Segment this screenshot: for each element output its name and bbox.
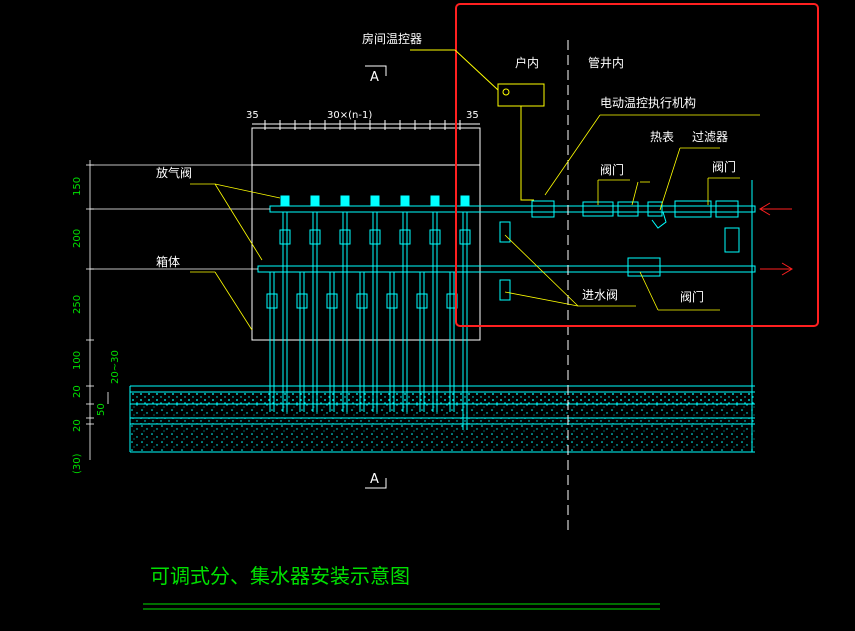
dim-right-35: 35 [466, 110, 479, 121]
indoor-label: 户内 [515, 56, 540, 70]
manifold-box [251, 127, 481, 341]
dim-20-a: 20 [72, 385, 83, 398]
dim-30: (30) [72, 453, 83, 474]
dim-50: 50 [96, 403, 107, 416]
section-marks [365, 65, 387, 489]
dim-200: 200 [72, 228, 83, 248]
section-mark-top: A [370, 70, 379, 85]
valve-label-2: 阀门 [712, 160, 737, 174]
valve-assemblies [499, 200, 740, 301]
heat-meter-label: 热表 [650, 130, 675, 144]
room-thermostat-label: 房间温控器 [362, 32, 423, 46]
return-manifold [90, 265, 756, 273]
box-label: 箱体 [156, 255, 181, 269]
dim-20-30: 20~30 [110, 350, 121, 384]
dim-20-b: 20 [72, 419, 83, 432]
valve-label-1: 阀门 [600, 163, 625, 177]
dim-250: 250 [72, 294, 83, 314]
title-underline [143, 603, 660, 610]
dim-left-35: 35 [246, 110, 259, 121]
vertical-dimension [86, 160, 252, 460]
supply-manifold [90, 205, 756, 213]
highlight-box [455, 3, 819, 327]
floor-layers [129, 180, 755, 453]
shaft-label: 管井内 [588, 56, 625, 70]
flow-arrows [759, 202, 793, 276]
drawing-title: 可调式分、集水器安装示意图 [150, 564, 410, 588]
filter-label: 过滤器 [692, 130, 729, 144]
dim-middle-spacing: 30×(n-1) [327, 110, 373, 121]
dim-150: 150 [72, 176, 83, 196]
inlet-valve-label: 进水阀 [582, 288, 619, 302]
top-ticks [252, 120, 480, 130]
thermostat [410, 49, 545, 201]
valve-label-3: 阀门 [680, 290, 705, 304]
branch-pipes [266, 195, 471, 430]
actuator-label: 电动温控执行机构 [600, 96, 697, 110]
dim-100: 100 [72, 350, 83, 370]
vent-valve-label: 放气阀 [156, 166, 193, 180]
leader-lines [190, 114, 760, 331]
section-mark-bottom: A [370, 472, 379, 487]
